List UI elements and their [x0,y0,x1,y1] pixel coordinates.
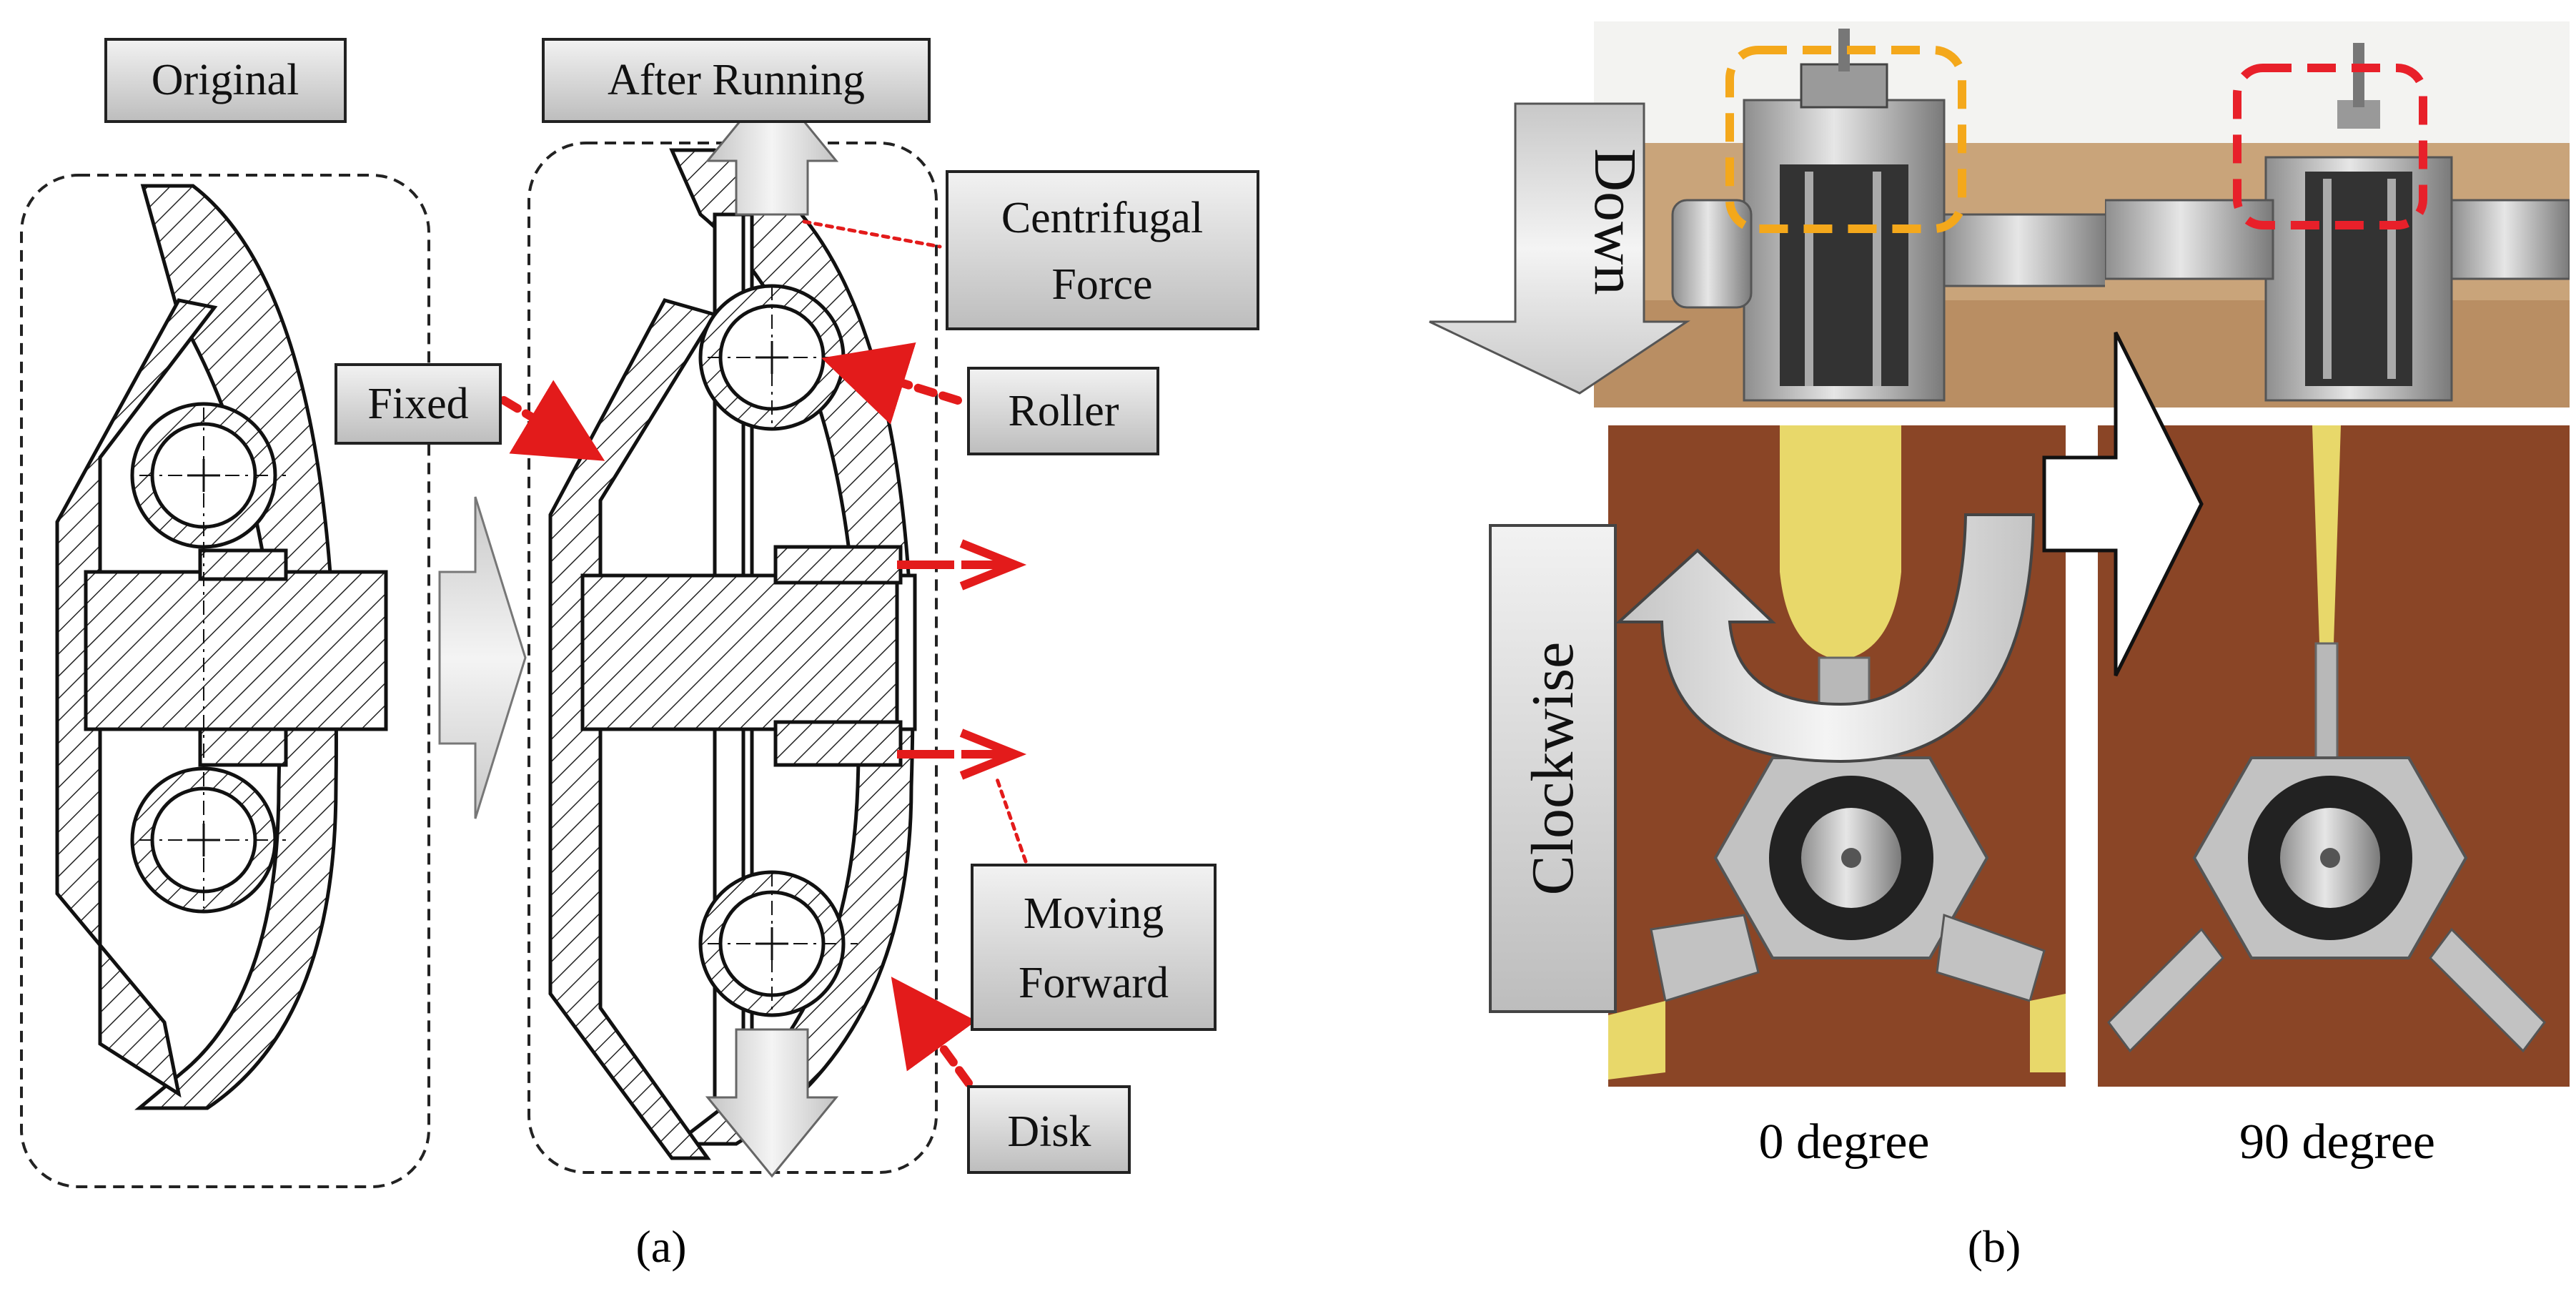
fixed-label: Fixed [367,380,468,428]
centrifugal-force-label-box [946,170,1259,330]
moving-forward-label-line1: Moving [1024,889,1164,938]
angle-0-label: 0 degree [1758,1115,1929,1170]
photo-side-view-90deg [2105,21,2570,408]
original-label-box [104,38,347,123]
original-outline [20,174,430,1188]
centrifugal-force-label-line2: Force [1051,260,1152,309]
centrifugal-down-arrow [705,1028,839,1178]
clockwise-label: Clockwise [1520,642,1586,896]
angle-90-label: 90 degree [2239,1115,2435,1170]
orange-highlight-box [1725,46,1966,233]
after-running-mechanism-drawing [548,148,917,1160]
after-running-outline [527,142,938,1174]
panel-a: Original After Running Centrifugal Force… [20,38,1259,1272]
leader-lines [500,219,1028,1087]
original-mechanism-drawing [55,184,388,1110]
panel-b: Down Clockwise 0 degree 90 degree (b) [1429,21,2570,1272]
clockwise-arrow [1615,513,2036,764]
moving-forward-arrows [897,539,1027,780]
roller-label: Roller [1009,387,1119,435]
disk-label-box [967,1085,1131,1174]
moving-forward-label-box [971,864,1217,1031]
clockwise-label-box [1489,524,1617,1013]
fixed-label-box [335,363,502,445]
panel-b-caption: (b) [1968,1221,2021,1272]
panel-a-caption: (a) [635,1221,686,1272]
centrifugal-force-label-line1: Centrifugal [1001,194,1203,242]
after-running-label-box [542,38,931,123]
red-highlight-box [2233,64,2427,229]
moving-forward-label-line2: Forward [1019,959,1169,1007]
original-label: Original [152,56,299,104]
down-arrow [1429,102,1690,395]
after-running-label: After Running [608,56,865,104]
roller-label-box [967,367,1159,455]
down-label: Down [1582,148,1648,295]
transition-arrow [438,496,527,819]
photo-side-view-0deg [1594,21,2109,408]
disk-label: Disk [1007,1107,1091,1156]
transition-arrow-right [2042,331,2204,677]
